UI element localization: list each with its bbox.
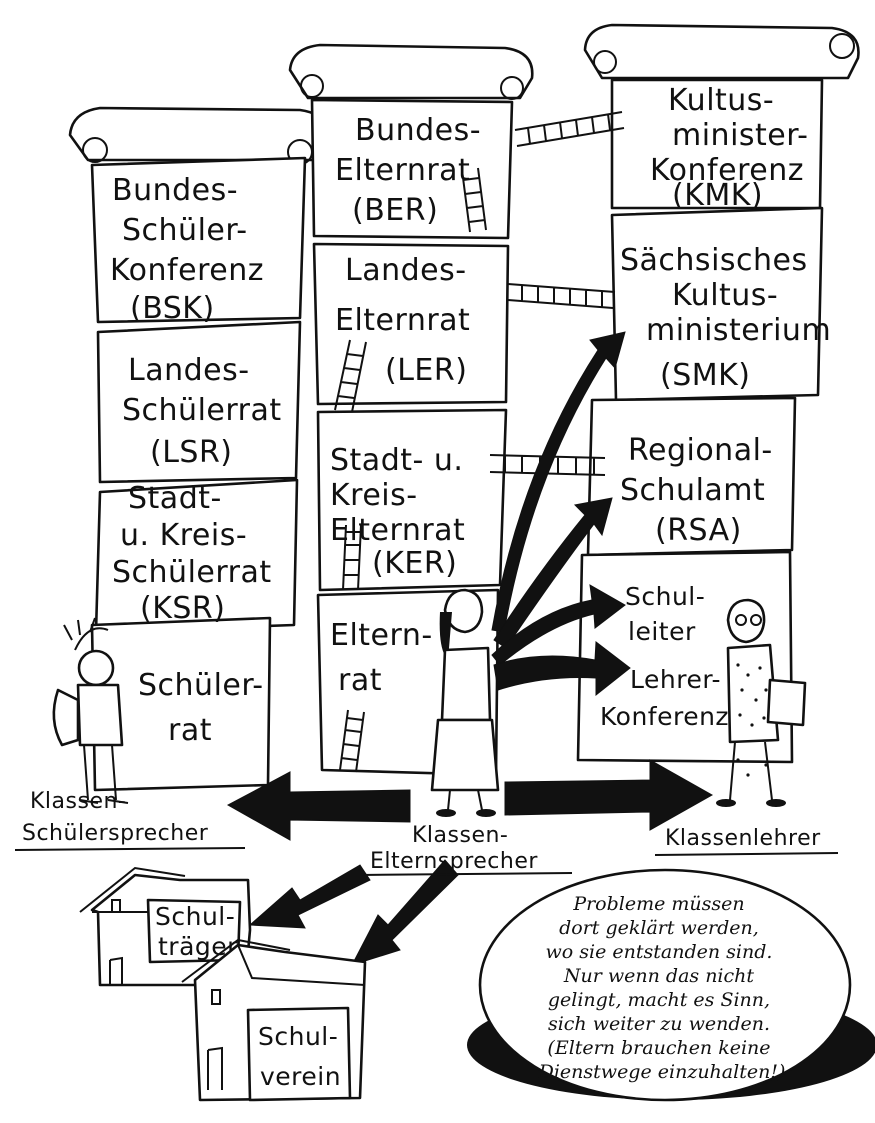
underline-middle — [359, 872, 573, 876]
label-klassenschuelersprecher: Klassen- Schülersprecher — [22, 789, 209, 846]
speech-bubble-outline — [478, 868, 852, 1102]
label-ler: Landes- Elternrat (LER) — [335, 253, 480, 388]
note-text: Probleme müssen dort geklärt werden, wo … — [538, 893, 786, 1083]
student-figure — [52, 617, 129, 804]
drum-bsk — [90, 156, 307, 324]
label-klassenelternsprecher: Klassen- Elternsprecher — [370, 823, 538, 874]
label-schulverein: Schul- verein — [258, 1022, 347, 1091]
teacher-figure — [716, 598, 807, 807]
house-schultraeger: Schul- träger — [79, 866, 252, 987]
label-smk: Sächsisches Kultus- ministerium (SMK) — [620, 243, 841, 393]
drum-ber — [310, 98, 514, 240]
label-schulleiter: Schul- leiter — [625, 582, 714, 646]
label-lsr: Landes- Schülerrat (LSR) — [122, 353, 292, 470]
label-kmk: Kultus- minister- Konferenz (KMK) — [650, 83, 819, 213]
house-schulverein: Schul- verein — [181, 938, 367, 1102]
drum-lsr — [96, 320, 302, 484]
arrows — [226, 331, 714, 966]
drum-ker — [316, 408, 508, 592]
label-rsa: Regional- Schulamt (RSA) — [620, 433, 783, 548]
ladder-middle-1 — [461, 167, 487, 233]
drum-ksr — [94, 478, 299, 634]
arrow-to-schulleiter — [491, 584, 626, 666]
label-ksr: Stadt- u. Kreis- Schülerrat (KSR) — [112, 481, 282, 626]
label-bsk: Bundes- Schüler- Konferenz (BSK) — [110, 173, 274, 326]
ladder-middle-2 — [334, 339, 367, 413]
arrow-to-smk — [491, 331, 626, 633]
label-schuelerrat: Schüler- rat — [138, 668, 274, 748]
left-column: Bundes- Schüler- Konferenz (BSK) Landes-… — [68, 106, 330, 792]
underline-right — [654, 852, 839, 856]
middle-column: Bundes- Elternrat (BER) Landes- Elternra… — [288, 43, 534, 777]
right-column: Kultus- minister- Konferenz (KMK) Sächsi… — [576, 23, 860, 764]
ladder-middle-4 — [339, 709, 365, 773]
label-elternrat: Eltern- rat — [330, 618, 443, 698]
label-lehrerkonferenz: Lehrer- Konferenz — [600, 665, 729, 731]
arrow-to-lehrerkonferenz — [493, 641, 631, 697]
label-schultraeger: Schul- träger — [155, 902, 244, 961]
ladders-horizontal — [489, 111, 625, 476]
label-ber: Bundes- Elternrat (BER) — [335, 113, 491, 228]
label-klassenlehrer: Klassenlehrer — [665, 826, 821, 851]
arrow-to-schultraeger — [248, 864, 371, 929]
mother-figure — [430, 588, 500, 817]
ladder-ber-kmk — [514, 111, 625, 147]
label-ker: Stadt- u. Kreis- Elternrat (KER) — [330, 443, 475, 581]
arrow-to-schuelersprecher — [226, 771, 411, 841]
ladder-middle-3 — [342, 524, 362, 591]
arrow-to-schulverein — [351, 859, 459, 966]
arrow-to-klassenlehrer — [504, 759, 714, 831]
arrow-to-rsa — [493, 497, 613, 649]
underline-left — [14, 847, 246, 851]
speech-bubble: Probleme müssen dort geklärt werden, wo … — [467, 868, 875, 1102]
ladder-ler-smk — [507, 283, 616, 309]
